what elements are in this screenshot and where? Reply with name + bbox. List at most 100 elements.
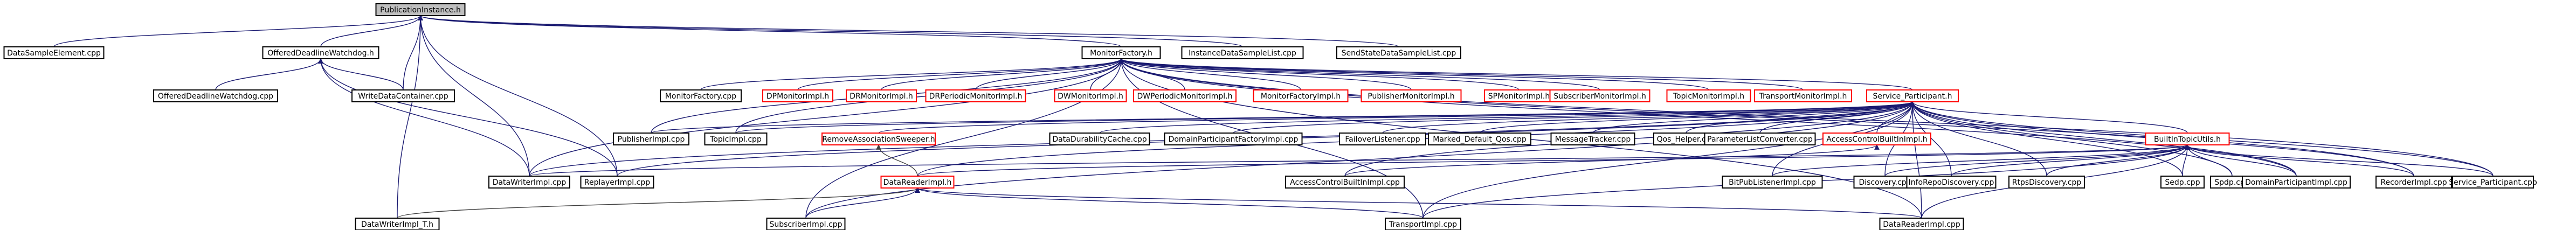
node-replayer-impl-cpp[interactable]: ReplayerImpl.cpp (580, 176, 654, 189)
node-parameter-list-converter-cpp[interactable]: ParameterListConverter.cpp (1704, 133, 1816, 145)
node-subscriber-monitor-impl-h[interactable]: SubscriberMonitorImpl.h (1549, 89, 1650, 102)
node-dp-monitor-impl-h[interactable]: DPMonitorImpl.h (762, 89, 833, 102)
node-data-reader-impl-cpp[interactable]: DataReaderImpl.cpp (1879, 218, 1964, 230)
node-recorder-impl-cpp[interactable]: RecorderImpl.cpp (2375, 176, 2452, 189)
edge-publication_instance_h-to-data_writer_impl_t_h (397, 15, 423, 219)
edge-monitor_factory_h-to-topic_monitor_impl_h (1118, 58, 1709, 90)
edge-builtin_topic_utils_h-to-discovery_cpp (1884, 144, 2190, 177)
node-publisher-monitor-impl-h[interactable]: PublisherMonitorImpl.h (1360, 89, 1462, 102)
edge-service_participant_h-to-marked_default_qos_cpp (1479, 101, 1915, 134)
edge-service_participant_h-to-transport_impl_cpp (1422, 101, 1915, 219)
node-label: TransportMonitorImpl.h (1759, 92, 1847, 101)
node-monitor-factory-h[interactable]: MonitorFactory.h (1081, 46, 1161, 59)
node-label: Service_Participant.cpp (2449, 178, 2537, 187)
node-service-participant-cpp[interactable]: Service_Participant.cpp (2449, 176, 2537, 189)
node-service-participant-h[interactable]: Service_Participant.h (1866, 89, 1959, 102)
node-label: DataSampleElement.cpp (7, 49, 101, 58)
node-monitor-factory-cpp[interactable]: MonitorFactory.cpp (660, 89, 742, 102)
node-data-reader-impl-h[interactable]: DataReaderImpl.h (880, 176, 955, 189)
edge-monitor_factory_h-to-sp_monitor_impl_h (1118, 58, 1520, 90)
node-domain-participant-factory-impl-cpp[interactable]: DomainParticipantFactoryImpl.cpp (1164, 133, 1303, 145)
edge-monitor_factory_h-to-service_participant_h (1118, 58, 1913, 90)
edge-monitor_factory_h-to-monitor_factory_cpp (700, 58, 1124, 90)
node-label: MonitorFactory.h (1090, 49, 1152, 58)
node-topic-impl-cpp[interactable]: TopicImpl.cpp (704, 133, 768, 145)
node-data-writer-impl-cpp[interactable]: DataWriterImpl.cpp (488, 176, 570, 189)
node-instance-data-sample-list-cpp[interactable]: InstanceDataSampleList.cpp (1181, 46, 1304, 59)
node-box (1360, 89, 1462, 102)
edge-offered_deadline_watchdog_h-to-offered_deadline_watchdog_cpp (215, 58, 323, 90)
node-data-writer-impl-t-h[interactable]: DataWriterImpl_T.h (355, 218, 440, 230)
node-dr-monitor-impl-h[interactable]: DRMonitorImpl.h (846, 89, 917, 102)
edge-offered_deadline_watchdog_h-to-data_writer_impl_cpp (318, 58, 530, 177)
node-label: DRMonitorImpl.h (850, 92, 913, 101)
node-data-sample-element-cpp[interactable]: DataSampleElement.cpp (3, 46, 105, 59)
node-builtin-topic-utils-h[interactable]: BuiltInTopicUtils.h (2145, 133, 2230, 145)
node-box (660, 89, 742, 102)
node-dr-periodic-monitor-impl-h[interactable]: DRPeriodicMonitorImpl.h (925, 89, 1026, 102)
node-box (925, 89, 1026, 102)
node-label: DataReaderImpl.cpp (1883, 220, 1960, 229)
node-box (2160, 176, 2205, 189)
node-access-control-builtin-impl-cpp[interactable]: AccessControlBuiltInImpl.cpp (1285, 176, 1405, 189)
node-offered-deadline-watchdog-h[interactable]: OfferedDeadlineWatchdog.h (262, 46, 379, 59)
node-discovery-cpp[interactable]: Discovery.cpp (1853, 176, 1917, 189)
node-transport-monitor-impl-h[interactable]: TransportMonitorImpl.h (1754, 89, 1852, 102)
node-label: RtpsDiscovery.cpp (2012, 178, 2082, 187)
node-rtps-discovery-cpp[interactable]: RtpsDiscovery.cpp (2008, 176, 2085, 189)
node-label: SendStateDataSampleList.cpp (1342, 49, 1456, 58)
edge-service_participant_h-to-subscriber_impl_cpp (805, 101, 1915, 219)
node-monitor-factory-impl-h[interactable]: MonitorFactoryImpl.h (1253, 89, 1349, 102)
node-label: OfferedDeadlineWatchdog.h (267, 49, 374, 58)
edge-service_participant_h-to-domain_participant_impl_cpp (1910, 101, 2297, 177)
edge-service_participant_h-to-builtin_topic_utils_h (1910, 101, 2188, 134)
node-qos-helper-cpp[interactable]: Qos_Helper.cpp (1653, 133, 1719, 145)
node-offered-deadline-watchdog-cpp[interactable]: OfferedDeadlineWatchdog.cpp (153, 89, 278, 102)
node-bit-pub-listener-impl-cpp[interactable]: BitPubListenerImpl.cpp (1722, 176, 1823, 189)
node-publisher-impl-cpp[interactable]: PublisherImpl.cpp (613, 133, 689, 145)
node-label: BuiltInTopicUtils.h (2154, 135, 2221, 144)
edge-publication_instance_h-to-data_writer_impl_cpp (418, 15, 530, 177)
edge-builtin_topic_utils_h-to-recorder_impl_cpp (2185, 144, 2414, 177)
node-dw-monitor-impl-h[interactable]: DWMonitorImpl.h (1054, 89, 1127, 102)
node-box (846, 89, 917, 102)
node-transport-impl-cpp[interactable]: TransportImpl.cpp (1385, 218, 1461, 230)
node-box (2145, 133, 2230, 145)
node-dw-periodic-monitor-impl-h[interactable]: DWPeriodicMonitorImpl.h (1133, 89, 1237, 102)
node-access-control-builtin-impl-h[interactable]: AccessControlBuiltInImpl.h (1822, 133, 1931, 145)
node-label: AccessControlBuiltInImpl.cpp (1290, 178, 1400, 187)
node-box (1550, 133, 1635, 145)
node-label: TransportImpl.cpp (1389, 220, 1457, 229)
node-box (1879, 218, 1964, 230)
node-write-data-container-cpp[interactable]: WriteDataContainer.cpp (351, 89, 455, 102)
node-domain-participant-impl-cpp[interactable]: DomainParticipantImpl.cpp (2242, 176, 2351, 189)
edge-monitor_factory_h-to-publisher_monitor_impl_h (1118, 58, 1412, 90)
node-subscriber-impl-cpp[interactable]: SubscriberImpl.cpp (766, 218, 846, 230)
edge-offered_deadline_watchdog_h-to-write_data_container_cpp (318, 58, 404, 90)
node-box (1081, 46, 1161, 59)
edge-publication_instance_h-to-data_sample_element_cpp (53, 15, 423, 47)
node-data-durability-cache-cpp[interactable]: DataDurabilityCache.cpp (1049, 133, 1150, 145)
node-box (766, 218, 846, 230)
node-failover-listener-cpp[interactable]: FailoverListener.cpp (1339, 133, 1426, 145)
node-send-state-data-sample-list-cpp[interactable]: SendStateDataSampleList.cpp (1336, 46, 1461, 59)
node-marked-default-qos-cpp[interactable]: Marked_Default_Qos.cpp (1428, 133, 1531, 145)
node-label: InfoRepoDiscovery.cpp (1909, 178, 1994, 187)
node-sedp-cpp[interactable]: Sedp.cpp (2160, 176, 2205, 189)
node-sp-monitor-impl-h[interactable]: SPMonitorImpl.h (1484, 89, 1554, 102)
edge-monitor_factory_h-to-data_writer_impl_cpp (529, 58, 1124, 177)
node-publication-instance-h[interactable]: PublicationInstance.h (375, 3, 466, 16)
node-info-repo-discovery-cpp[interactable]: InfoRepoDiscovery.cpp (1906, 176, 1997, 189)
node-topic-monitor-impl-h[interactable]: TopicMonitorImpl.h (1666, 89, 1751, 102)
node-remove-association-sweeper-h[interactable]: RemoveAssociationSweeper.h (821, 133, 936, 145)
node-box (153, 89, 278, 102)
node-label: DWMonitorImpl.h (1058, 92, 1123, 101)
node-label: DataDurabilityCache.cpp (1052, 135, 1147, 144)
edge-data_reader_impl_h-to-data_reader_impl_cpp (915, 187, 1922, 219)
edge-monitor_factory_h-to-monitor_factory_impl_h (1118, 58, 1301, 90)
node-message-tracker-cpp[interactable]: MessageTracker.cpp (1550, 133, 1635, 145)
edge-monitor_factory_h-to-service_participant_cpp (1118, 58, 2494, 177)
node-box (1704, 133, 1816, 145)
node-label: RemoveAssociationSweeper.h (822, 135, 935, 144)
edge-service_participant_h-to-remove_association_sweeper_h (878, 101, 1915, 134)
